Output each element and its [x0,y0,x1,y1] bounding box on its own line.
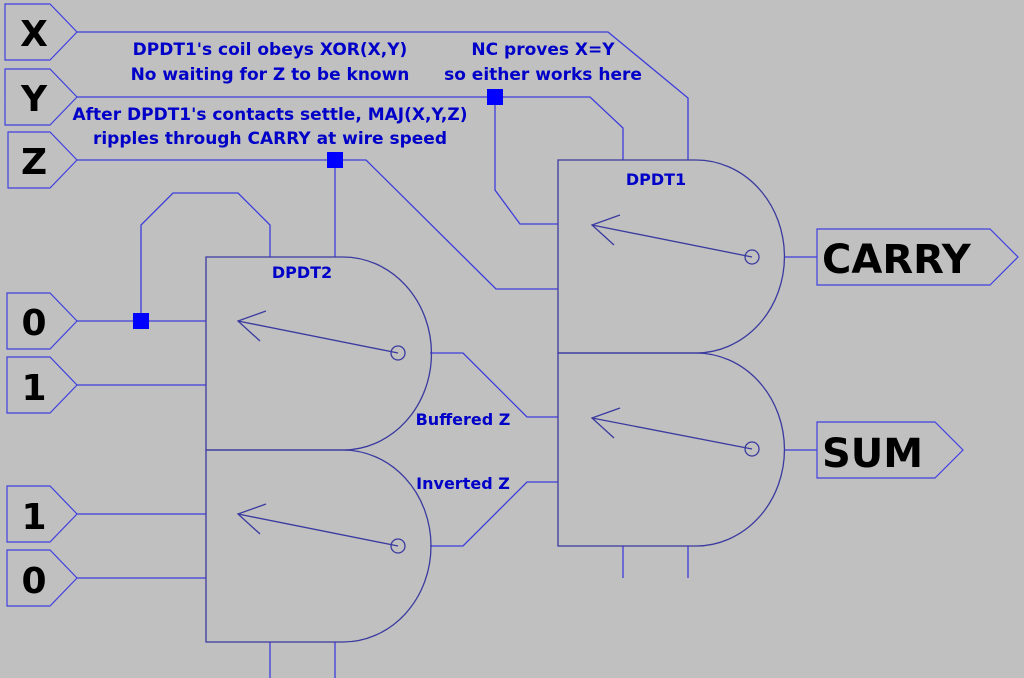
dpdt2-relay[interactable]: DPDT2 [205,256,433,643]
port-sum-label: SUM [822,431,923,477]
note-settle-line2: ripples through CARRY at wire speed [93,129,447,149]
port-carry-label: CARRY [822,237,972,283]
port-const-0a[interactable]: 0 [6,292,78,350]
note-nc-line1: NC proves X=Y [471,40,615,60]
port-const-1b-label: 1 [21,497,46,538]
port-z-label: Z [21,142,47,183]
dpdt2-label: DPDT2 [272,263,332,282]
junction-zero [133,313,149,329]
port-z[interactable]: Z [7,131,78,189]
note-settle-line1: After DPDT1's contacts settle, MAJ(X,Y,Z… [73,105,468,125]
dpdt2-contact-lower-icon [236,503,406,554]
port-const-1b[interactable]: 1 [6,485,78,543]
wire-y [77,96,624,160]
port-const-0a-label: 0 [21,303,46,344]
wire-y-branch [494,97,558,225]
dpdt1-contact-lower-icon [590,407,760,457]
wire-x [77,31,689,160]
dpdt1-label: DPDT1 [626,170,686,189]
port-carry[interactable]: CARRY [816,228,1019,286]
wire-dpdt2-loop [140,192,271,321]
port-x[interactable]: X [4,3,78,61]
wires [77,31,817,678]
dpdt1-contact-upper-icon [590,214,760,265]
port-const-0b[interactable]: 0 [6,549,78,607]
note-nc-line2: so either works here [444,65,642,85]
port-sum[interactable]: SUM [816,421,964,479]
port-const-1a[interactable]: 1 [6,356,78,414]
wire-buffered-z [430,352,558,418]
junction-y [487,89,503,105]
port-y[interactable]: Y [4,68,78,126]
wire-inverted-z [430,481,558,547]
note-coil-line1: DPDT1's coil obeys XOR(X,Y) [133,40,408,60]
port-x-label: X [20,14,48,55]
dpdt1-relay[interactable]: DPDT1 [557,159,786,547]
note-coil-line2: No waiting for Z to be known [131,65,410,85]
port-const-0b-label: 0 [21,561,46,602]
port-const-1a-label: 1 [21,368,46,409]
port-y-label: Y [20,79,48,120]
wire-z [77,159,558,290]
net-label-buffered-z: Buffered Z [416,410,511,429]
junction-z [327,152,343,168]
dpdt2-contact-upper-icon [236,310,406,361]
net-label-inverted-z: Inverted Z [416,474,510,493]
